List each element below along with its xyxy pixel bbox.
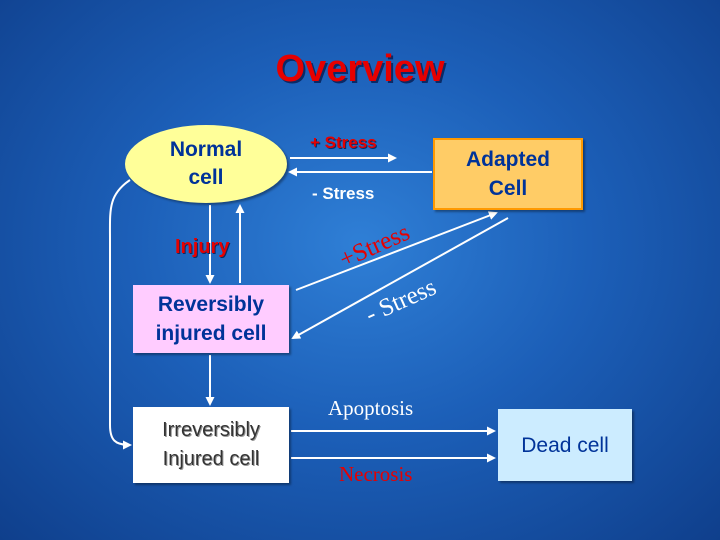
minus-stress-label: - Stress [312,184,375,203]
dead-cell-node: Dead cell [498,409,632,481]
diag-minus-stress-label: - Stress [361,274,440,329]
diag-minus-stress-arrow [291,217,509,339]
diag-plus-stress-label: +Stress [335,219,413,274]
irreversibly-injured-label: Irreversibly Injured cell [162,419,260,470]
normal-cell-node: Normal cell [125,125,287,203]
page-title: Overview [275,48,445,90]
direct-injury-curve [108,179,132,450]
adapted-cell-label: Adapted Cell [466,148,550,200]
normal-cell-label: Normal cell [169,138,243,189]
adapted-cell-node: Adapted Cell [433,138,583,210]
plus-stress-label: + Stress [310,133,377,152]
dead-cell-label: Dead cell [521,433,609,457]
injury-label: Injury [175,236,230,258]
apoptosis-label: Apoptosis [328,396,414,420]
reversibly-injured-label: Reversibly injured cell [155,293,267,345]
diag-plus-stress-arrow [295,211,498,291]
irreversibly-injured-node: Irreversibly Injured cell [133,407,289,483]
reversibly-injured-node: Reversibly injured cell [133,285,289,353]
necrosis-label: Necrosis [339,462,413,486]
